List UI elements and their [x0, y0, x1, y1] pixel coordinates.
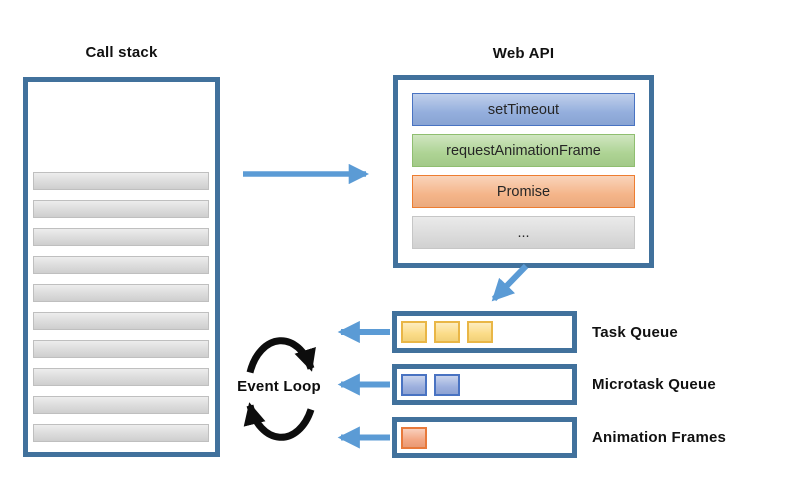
- web-api-item-requestanimationframe: requestAnimationFrame: [412, 134, 635, 167]
- queue-item: [467, 321, 493, 343]
- microtask-queue-items: [401, 374, 460, 396]
- microtask-queue-box: [392, 364, 577, 405]
- task-queue-items: [401, 321, 493, 343]
- queue-item: [434, 374, 460, 396]
- stack-frame: [33, 200, 209, 218]
- event-loop-bottom-arc-icon: [243, 402, 315, 441]
- microtask-queue-label: Microtask Queue: [592, 376, 716, 393]
- call-stack-frames: [33, 172, 209, 442]
- stack-frame: [33, 284, 209, 302]
- web-api-box: setTimeout requestAnimationFrame Promise…: [393, 75, 654, 268]
- web-api-items: setTimeout requestAnimationFrame Promise…: [412, 93, 635, 249]
- web-api-item-settimeout: setTimeout: [412, 93, 635, 126]
- call-stack-title: Call stack: [85, 44, 158, 61]
- queue-item: [434, 321, 460, 343]
- stack-frame: [33, 396, 209, 414]
- task-queue-label: Task Queue: [592, 324, 678, 341]
- event-loop-top-arc-icon: [246, 337, 316, 374]
- queue-item: [401, 321, 427, 343]
- web-api-title: Web API: [492, 45, 555, 62]
- stack-frame: [33, 368, 209, 386]
- stack-frame: [33, 256, 209, 274]
- stack-frame: [33, 340, 209, 358]
- task-queue-box: [392, 311, 577, 353]
- stack-frame: [33, 172, 209, 190]
- stack-frame: [33, 228, 209, 246]
- web-api-item-promise: Promise: [412, 175, 635, 208]
- queue-item: [401, 427, 427, 449]
- queue-item: [401, 374, 427, 396]
- animation-frames-box: [392, 417, 577, 458]
- stack-frame: [33, 312, 209, 330]
- call-stack-box: [23, 77, 220, 457]
- event-loop-label: Event Loop: [237, 378, 321, 395]
- animation-frames-items: [401, 427, 427, 449]
- stack-frame: [33, 424, 209, 442]
- web-api-item-ellipsis: ...: [412, 216, 635, 249]
- webapi-to-taskqueue-arrow: [491, 263, 529, 302]
- animation-frames-label: Animation Frames: [592, 429, 727, 446]
